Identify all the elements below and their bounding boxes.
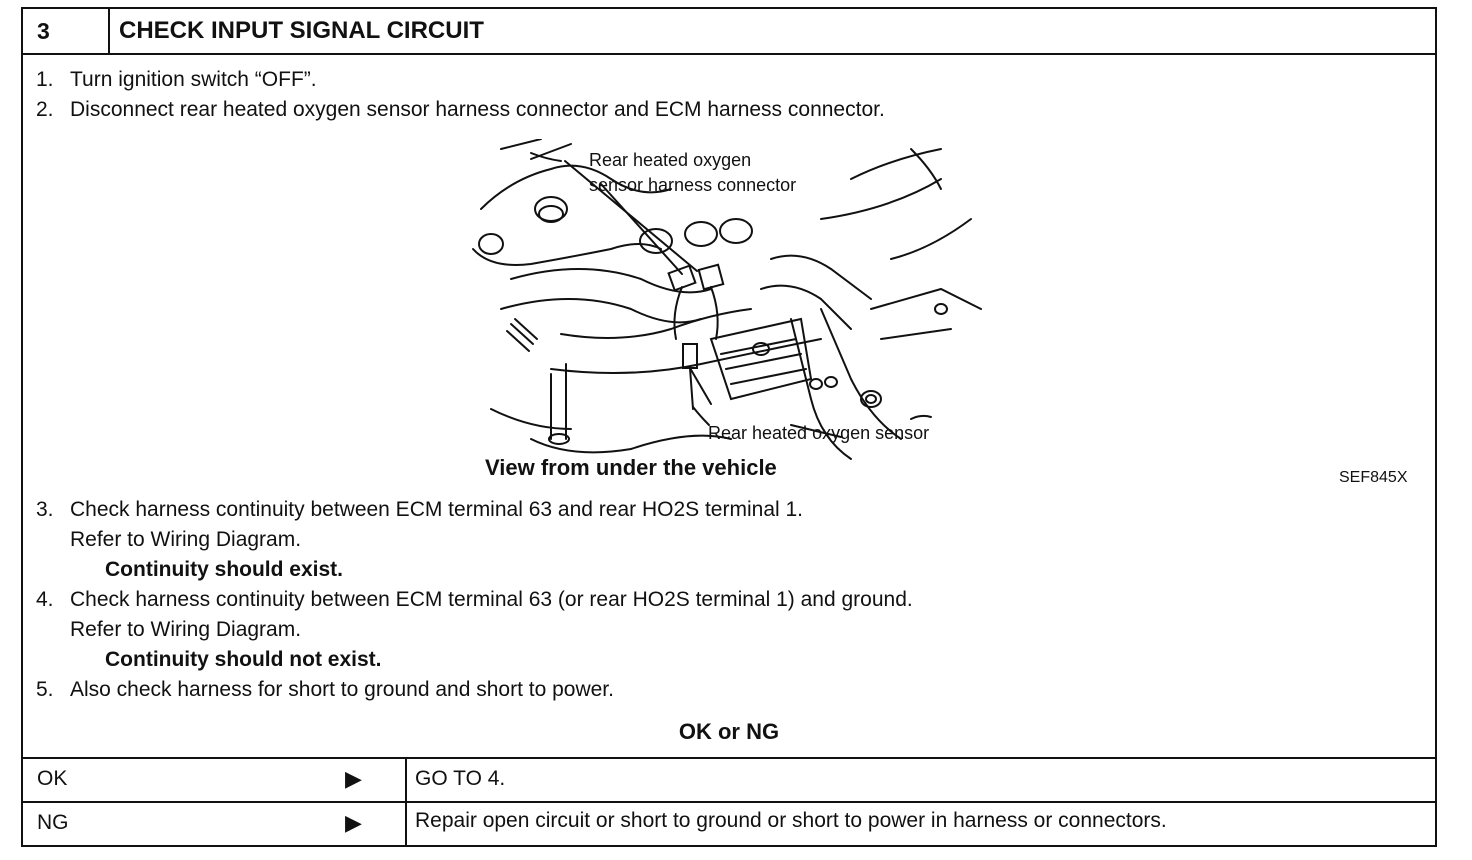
step-1-text: Turn ignition switch “OFF”.: [70, 68, 317, 91]
figure-code: SEF845X: [1339, 469, 1408, 486]
label-connector-line1: Rear heated oxygen: [589, 150, 751, 170]
step-5-number: 5.: [36, 678, 54, 701]
result-ng-action: Repair open circuit or short to ground o…: [415, 809, 1167, 832]
step-2-number: 2.: [36, 98, 54, 121]
step-4-number: 4.: [36, 588, 54, 611]
step-2-text: Disconnect rear heated oxygen sensor har…: [70, 98, 885, 121]
result-ng-arrow-icon: ▶: [345, 810, 362, 835]
sensor-location-illustration: Rear heated oxygen sensor harness connec…: [472, 139, 982, 460]
step-4-text: Check harness continuity between ECM ter…: [70, 588, 913, 611]
step-title: CHECK INPUT SIGNAL CIRCUIT: [119, 17, 484, 44]
step-4-sub: Refer to Wiring Diagram.: [70, 618, 302, 641]
row-divider-middle: [23, 801, 1435, 803]
result-ok-action: GO TO 4.: [415, 767, 506, 790]
label-sensor: Rear heated oxygen sensor: [708, 423, 929, 443]
step-3-sub: Refer to Wiring Diagram.: [70, 528, 302, 551]
result-ok-label: OK: [37, 767, 68, 790]
step-1-number: 1.: [36, 68, 54, 91]
step-3-text: Check harness continuity between ECM ter…: [70, 498, 804, 521]
step-5-text: Also check harness for short to ground a…: [70, 678, 614, 701]
step-4-note-text: Continuity should not exist.: [105, 648, 382, 671]
procedure-table: 3 CHECK INPUT SIGNAL CIRCUIT 1. Turn ign…: [21, 7, 1437, 847]
label-connector-line2: sensor harness connector: [589, 175, 796, 195]
result-ok-arrow-icon: ▶: [345, 766, 362, 791]
result-ng-label: NG: [37, 811, 69, 834]
step-3-number: 3.: [36, 498, 54, 521]
step-header: 3 CHECK INPUT SIGNAL CIRCUIT: [23, 9, 1435, 55]
figure-caption: View from under the vehicle: [485, 455, 777, 480]
row-divider-top: [23, 757, 1435, 759]
column-divider: [405, 757, 407, 847]
decision-heading: OK or NG: [678, 719, 780, 744]
step-number: 3: [23, 9, 110, 53]
step-3-note-text: Continuity should exist.: [105, 558, 344, 581]
